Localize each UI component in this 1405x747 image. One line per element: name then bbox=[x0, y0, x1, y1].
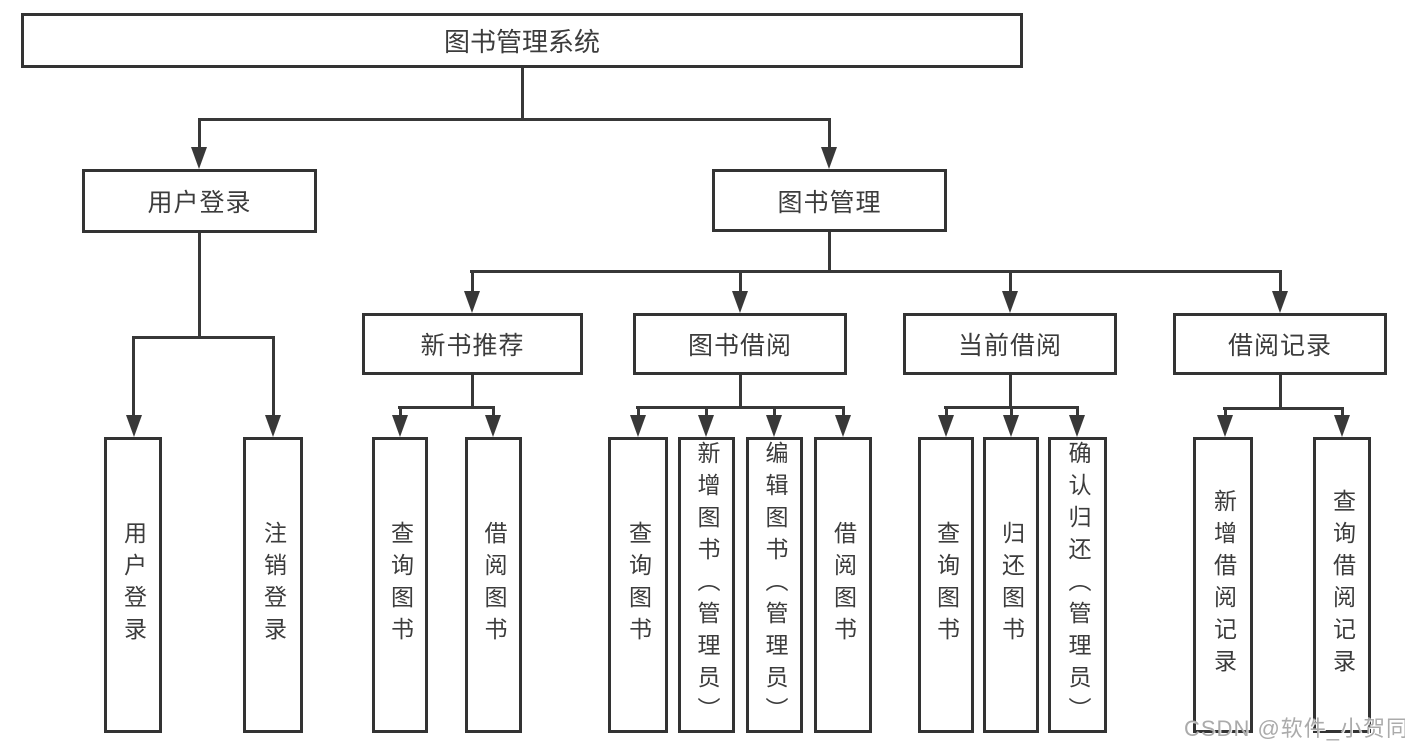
arrow-down-icon bbox=[1003, 415, 1019, 437]
connector-borrow-trunk bbox=[739, 375, 742, 406]
leaf-query-book-recommend: 查询图书 bbox=[372, 437, 428, 733]
node-book-management: 图书管理 bbox=[712, 169, 947, 232]
leaf-edit-book-admin: 编辑图书（管理员） bbox=[746, 437, 803, 733]
arrow-down-icon bbox=[464, 291, 480, 313]
arrow-down-icon bbox=[485, 415, 501, 437]
connector-root-trunk bbox=[521, 68, 524, 118]
connector-recommend-hline bbox=[398, 406, 495, 409]
leaf-add-borrow-record: 新增借阅记录 bbox=[1193, 437, 1253, 733]
connector-borrow-drop-3 bbox=[773, 406, 776, 418]
connector-current-drop-3 bbox=[1076, 406, 1079, 418]
connector-recommend-drop-2 bbox=[492, 406, 495, 418]
arrow-down-icon bbox=[265, 415, 281, 437]
node-borrow-records: 借阅记录 bbox=[1173, 313, 1387, 375]
arrow-down-icon bbox=[821, 147, 837, 169]
arrow-down-icon bbox=[1069, 415, 1085, 437]
connector-bookmgmt-trunk bbox=[828, 232, 831, 270]
connector-borrow-drop-1 bbox=[637, 406, 640, 418]
arrow-down-icon bbox=[1002, 291, 1018, 313]
connector-bookmgmt-hline bbox=[470, 270, 1282, 273]
leaf-label: 新增借阅记录 bbox=[1210, 489, 1237, 681]
leaf-query-borrow-record: 查询借阅记录 bbox=[1313, 437, 1371, 733]
connector-userlogin-drop-2 bbox=[272, 336, 275, 418]
connector-borrow-drop-4 bbox=[842, 406, 845, 418]
connector-bookmgmt-drop-3 bbox=[1009, 270, 1012, 294]
leaf-borrow-book: 借阅图书 bbox=[814, 437, 872, 733]
arrow-down-icon bbox=[630, 415, 646, 437]
node-user-login: 用户登录 bbox=[82, 169, 317, 233]
arrow-down-icon bbox=[191, 147, 207, 169]
leaf-label: 查询图书 bbox=[387, 521, 414, 649]
arrow-down-icon bbox=[126, 415, 142, 437]
connector-userlogin-hline bbox=[132, 336, 275, 339]
connector-root-hline bbox=[198, 118, 831, 121]
leaf-label: 编辑图书（管理员） bbox=[762, 441, 788, 729]
connector-userlogin-drop-1 bbox=[132, 336, 135, 418]
connector-current-drop-1 bbox=[945, 406, 948, 418]
arrow-down-icon bbox=[1334, 415, 1350, 437]
leaf-query-book-current: 查询图书 bbox=[918, 437, 974, 733]
leaf-add-book-admin: 新增图书（管理员） bbox=[678, 437, 735, 733]
leaf-label: 查询图书 bbox=[933, 521, 960, 649]
connector-recommend-drop-1 bbox=[399, 406, 402, 418]
node-library-management-system: 图书管理系统 bbox=[21, 13, 1023, 68]
leaf-label: 借阅图书 bbox=[481, 521, 507, 649]
leaf-label: 确认归还（管理员） bbox=[1065, 441, 1091, 729]
leaf-label: 归还图书 bbox=[998, 521, 1025, 649]
connector-bookmgmt-drop-1 bbox=[471, 270, 474, 294]
leaf-return-book: 归还图书 bbox=[983, 437, 1039, 733]
leaf-label: 查询图书 bbox=[625, 521, 652, 649]
arrow-down-icon bbox=[835, 415, 851, 437]
node-book-borrow: 图书借阅 bbox=[633, 313, 847, 375]
connector-borrow-hline bbox=[636, 406, 845, 409]
connector-userlogin-trunk bbox=[198, 233, 201, 336]
connector-root-drop-left bbox=[198, 118, 201, 150]
arrow-down-icon bbox=[766, 415, 782, 437]
leaf-borrow-book-recommend: 借阅图书 bbox=[465, 437, 522, 733]
csdn-watermark: CSDN @软件_小贺同学 bbox=[1184, 716, 1405, 741]
leaf-label: 用户登录 bbox=[120, 521, 147, 649]
arrow-down-icon bbox=[698, 415, 714, 437]
leaf-label: 注销登录 bbox=[260, 521, 287, 649]
connector-bookmgmt-drop-2 bbox=[739, 270, 742, 294]
leaf-user-login: 用户登录 bbox=[104, 437, 162, 733]
leaf-label: 借阅图书 bbox=[830, 521, 857, 649]
leaf-logout: 注销登录 bbox=[243, 437, 303, 733]
connector-root-drop-right bbox=[828, 118, 831, 150]
connector-records-hline bbox=[1223, 407, 1344, 410]
arrow-down-icon bbox=[392, 415, 408, 437]
node-new-book-recommend: 新书推荐 bbox=[362, 313, 583, 375]
connector-current-trunk bbox=[1009, 375, 1012, 406]
connector-records-drop-2 bbox=[1341, 407, 1344, 418]
connector-records-trunk bbox=[1279, 375, 1282, 407]
connector-bookmgmt-drop-4 bbox=[1279, 270, 1282, 294]
arrow-down-icon bbox=[1272, 291, 1288, 313]
arrow-down-icon bbox=[938, 415, 954, 437]
connector-records-drop-1 bbox=[1224, 407, 1227, 418]
connector-borrow-drop-2 bbox=[705, 406, 708, 418]
connector-current-drop-2 bbox=[1010, 406, 1013, 418]
connector-recommend-trunk bbox=[471, 375, 474, 406]
leaf-label: 新增图书（管理员） bbox=[694, 441, 720, 729]
leaf-confirm-return-admin: 确认归还（管理员） bbox=[1048, 437, 1107, 733]
arrow-down-icon bbox=[1217, 415, 1233, 437]
node-current-borrow: 当前借阅 bbox=[903, 313, 1117, 375]
leaf-query-book-borrow: 查询图书 bbox=[608, 437, 668, 733]
leaf-label: 查询借阅记录 bbox=[1329, 489, 1356, 681]
arrow-down-icon bbox=[732, 291, 748, 313]
